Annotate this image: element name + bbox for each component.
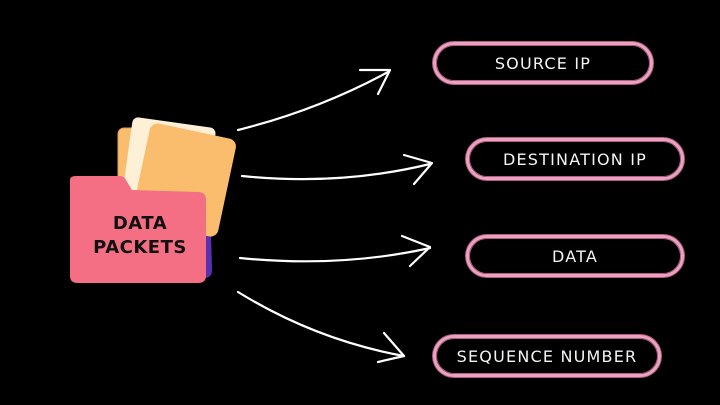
curved-arrow-icon: [236, 68, 392, 132]
folder-front-panel: [70, 176, 206, 283]
arrow-to-source-ip: [236, 70, 390, 132]
arrow-head-data: [400, 234, 432, 268]
arrow-to-destination-ip: [240, 162, 432, 181]
folder-label: DATA PACKETS: [72, 212, 208, 260]
arrow-to-sequence-number: [236, 290, 406, 358]
arrow-head-destination-ip: [402, 153, 434, 186]
folder-label-line-1: DATA: [112, 213, 168, 234]
arrow-head-sequence-number: [376, 331, 406, 364]
arrow-head-source-ip: [358, 68, 392, 96]
curved-arrow-icon: [240, 153, 434, 186]
curved-arrow-icon: [238, 234, 432, 268]
folder-label-line-2: PACKETS: [93, 237, 187, 258]
field-pill-data: DATA: [466, 235, 684, 277]
field-pill-destination-ip: DESTINATION IP: [466, 138, 684, 180]
arrow-to-data: [238, 246, 432, 263]
field-pill-source-ip: SOURCE IP: [433, 42, 653, 84]
curved-arrow-icon: [236, 290, 406, 364]
field-pill-sequence-number: SEQUENCE NUMBER: [433, 335, 661, 377]
folder-icon: [70, 117, 236, 283]
arrows: [236, 68, 434, 364]
